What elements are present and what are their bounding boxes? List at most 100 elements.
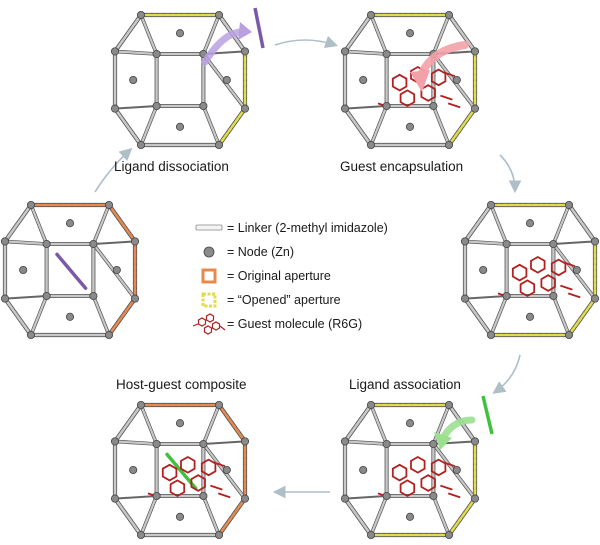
- linker-edge: [432, 494, 451, 537]
- guest-chain: [440, 484, 453, 491]
- linker-edge: [29, 294, 48, 337]
- zn-node: [112, 265, 121, 275]
- guest-molecule: [497, 255, 581, 299]
- zn-node: [382, 49, 391, 59]
- zn-node: [152, 439, 161, 449]
- guest-ring: [391, 463, 408, 482]
- zn-node: [175, 29, 185, 38]
- zn-node: [444, 140, 454, 150]
- zn-node: [366, 400, 376, 410]
- linker-edge: [92, 240, 136, 245]
- zn-node: [110, 494, 120, 503]
- zn-node: [129, 75, 138, 85]
- cage-guest-inside: [460, 200, 600, 340]
- zn-node: [152, 101, 161, 111]
- linker-edge: [369, 13, 388, 56]
- linker-edge: [463, 297, 493, 337]
- zn-node: [340, 104, 350, 113]
- zn-node: [502, 291, 511, 301]
- guest-chain: [440, 94, 453, 101]
- green-arrow-head: [434, 432, 452, 450]
- zn-node: [152, 491, 161, 501]
- zn-node: [340, 47, 350, 56]
- linker-edge: [463, 240, 508, 246]
- linker-edge: [139, 403, 158, 446]
- linker-edge: [3, 240, 48, 246]
- zn-node: [104, 200, 114, 210]
- zn-node: [130, 294, 140, 303]
- zn-node: [429, 101, 438, 111]
- zn-node: [130, 237, 140, 246]
- guest-ring: [190, 474, 206, 492]
- linker-edge: [489, 294, 508, 337]
- linker-edge: [139, 13, 158, 56]
- zn-node: [42, 291, 51, 301]
- linker-edge: [202, 104, 221, 147]
- linker-edge: [113, 50, 158, 56]
- legend-guest-ring: [197, 317, 207, 327]
- zn-node: [222, 75, 231, 85]
- zn-node: [366, 10, 376, 20]
- zn-node: [382, 101, 391, 111]
- linker-edge: [139, 494, 158, 537]
- linker-edge: [217, 403, 247, 443]
- zn-node: [104, 330, 114, 340]
- linker-edge: [202, 13, 221, 56]
- zn-node: [340, 437, 350, 446]
- guest-ring: [180, 455, 196, 474]
- guest-chain: [447, 492, 461, 499]
- zn-node: [359, 75, 368, 85]
- zn-node: [89, 239, 98, 249]
- linker-edge: [567, 297, 597, 337]
- stage-label-host-guest-composite: Host-guest composite: [116, 377, 247, 392]
- zn-node: [460, 294, 470, 303]
- linker-edge: [113, 497, 143, 537]
- linker-edge: [217, 497, 247, 537]
- legend-label-guest-molecule: = Guest molecule (R6G): [227, 317, 363, 331]
- zn-node: [502, 239, 511, 249]
- guest-molecule: [377, 455, 461, 499]
- zn-node: [366, 530, 376, 540]
- linker-edge: [202, 440, 246, 445]
- linker-edge: [447, 107, 477, 147]
- guest-chain: [442, 461, 456, 468]
- legend-guest-ring: [203, 325, 213, 335]
- legend-icon-linker: [195, 224, 223, 231]
- legend-label-node: = Node (Zn): [227, 245, 295, 259]
- linker-edge: [447, 13, 477, 53]
- zn-node: [549, 291, 558, 301]
- zn-node: [564, 200, 574, 210]
- zn-node: [199, 101, 208, 111]
- zn-node: [199, 439, 208, 449]
- linker-edge: [217, 107, 247, 147]
- zn-node: [444, 530, 454, 540]
- linker-edge: [343, 13, 373, 53]
- guest-chain: [447, 102, 461, 109]
- guest-chain: [212, 461, 226, 468]
- zn-node: [110, 437, 120, 446]
- zn-node: [590, 237, 600, 246]
- zn-node: [470, 47, 480, 56]
- zn-node: [572, 265, 581, 275]
- guest-chain: [210, 484, 223, 491]
- zn-node: [470, 437, 480, 446]
- zn-node: [564, 330, 574, 340]
- linker-edge: [552, 240, 596, 245]
- cage-initial: [0, 200, 140, 340]
- legend-icon-original-aperture: [201, 268, 217, 284]
- guest-chain: [217, 492, 231, 499]
- legend-guest-ring: [205, 313, 215, 323]
- zn-node: [240, 104, 250, 113]
- legend-guest-chain: [219, 325, 226, 331]
- linker-edge: [114, 495, 158, 500]
- linker-edge: [552, 294, 571, 337]
- linker-edge: [29, 203, 48, 246]
- zn-node: [65, 219, 75, 228]
- linker-edge: [567, 203, 597, 243]
- zn-node: [175, 419, 185, 428]
- guest-ring: [540, 274, 556, 292]
- stage-label-guest-encapsulation: Guest encapsulation: [340, 159, 464, 174]
- zn-node: [0, 237, 10, 246]
- linker-edge: [343, 440, 388, 446]
- cycle-arrow-upper-right: [499, 154, 522, 194]
